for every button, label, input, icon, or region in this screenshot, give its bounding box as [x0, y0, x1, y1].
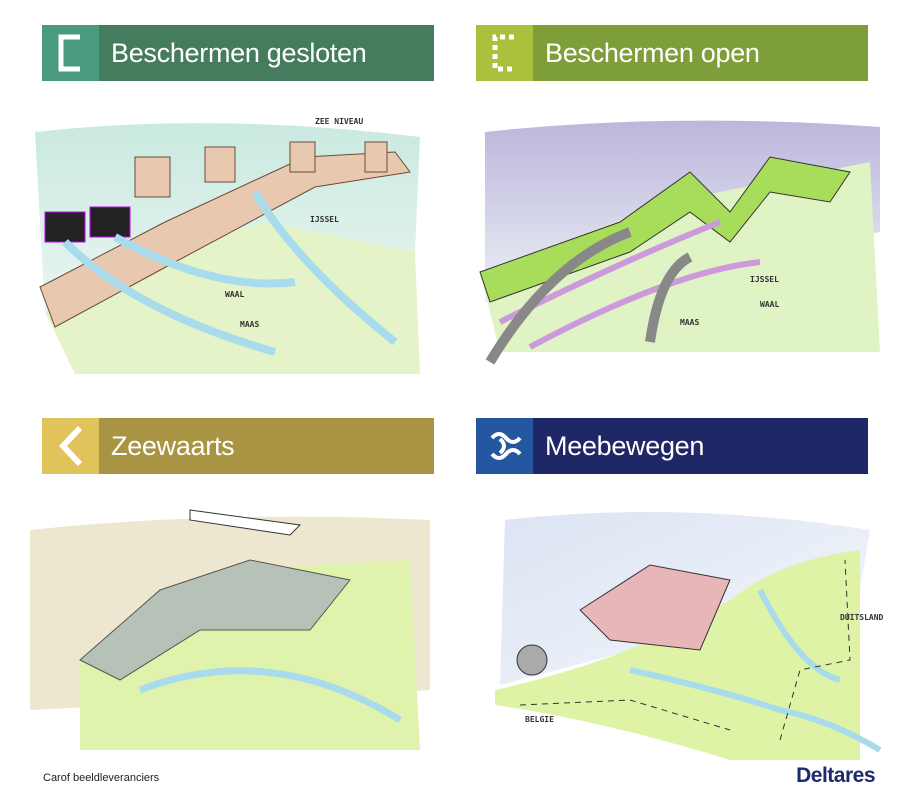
panel-title: Zeewaarts	[99, 418, 434, 474]
illustration-beschermen-open: IJSSEL WAAL MAAS	[470, 112, 890, 382]
dotted-bracket-icon	[476, 25, 533, 81]
panel-title: Beschermen gesloten	[99, 25, 434, 81]
illustration-zeewaarts	[20, 490, 440, 760]
map-label: BELGIE	[525, 715, 554, 724]
map-label: DUITSLAND	[840, 613, 884, 622]
panel-title: Beschermen open	[533, 25, 868, 81]
map-label: IJSSEL	[310, 215, 339, 224]
illustration-beschermen-gesloten: ZEE NIVEAU IJSSEL WAAL MAAS	[15, 112, 435, 382]
closed-bracket-icon	[42, 25, 99, 81]
panel-header-beschermen-open: Beschermen open	[476, 25, 868, 81]
chevron-left-icon	[42, 418, 99, 474]
image-credit: Carof beeldleveranciers	[43, 772, 160, 784]
map-label: WAAL	[760, 300, 779, 309]
deltares-logo: Deltares	[796, 764, 875, 787]
panel-header-meebewegen: Meebewegen	[476, 418, 868, 474]
map-label: WAAL	[225, 290, 244, 299]
panel-header-beschermen-gesloten: Beschermen gesloten	[42, 25, 434, 81]
map-label: MAAS	[240, 320, 259, 329]
panel-header-zeewaarts: Zeewaarts	[42, 418, 434, 474]
illustration-meebewegen: BELGIE DUITSLAND	[480, 490, 890, 760]
map-label: ZEE NIVEAU	[315, 117, 363, 126]
panel-title: Meebewegen	[533, 418, 868, 474]
map-label: IJSSEL	[750, 275, 779, 284]
map-label: MAAS	[680, 318, 699, 327]
waves-icon	[476, 418, 533, 474]
